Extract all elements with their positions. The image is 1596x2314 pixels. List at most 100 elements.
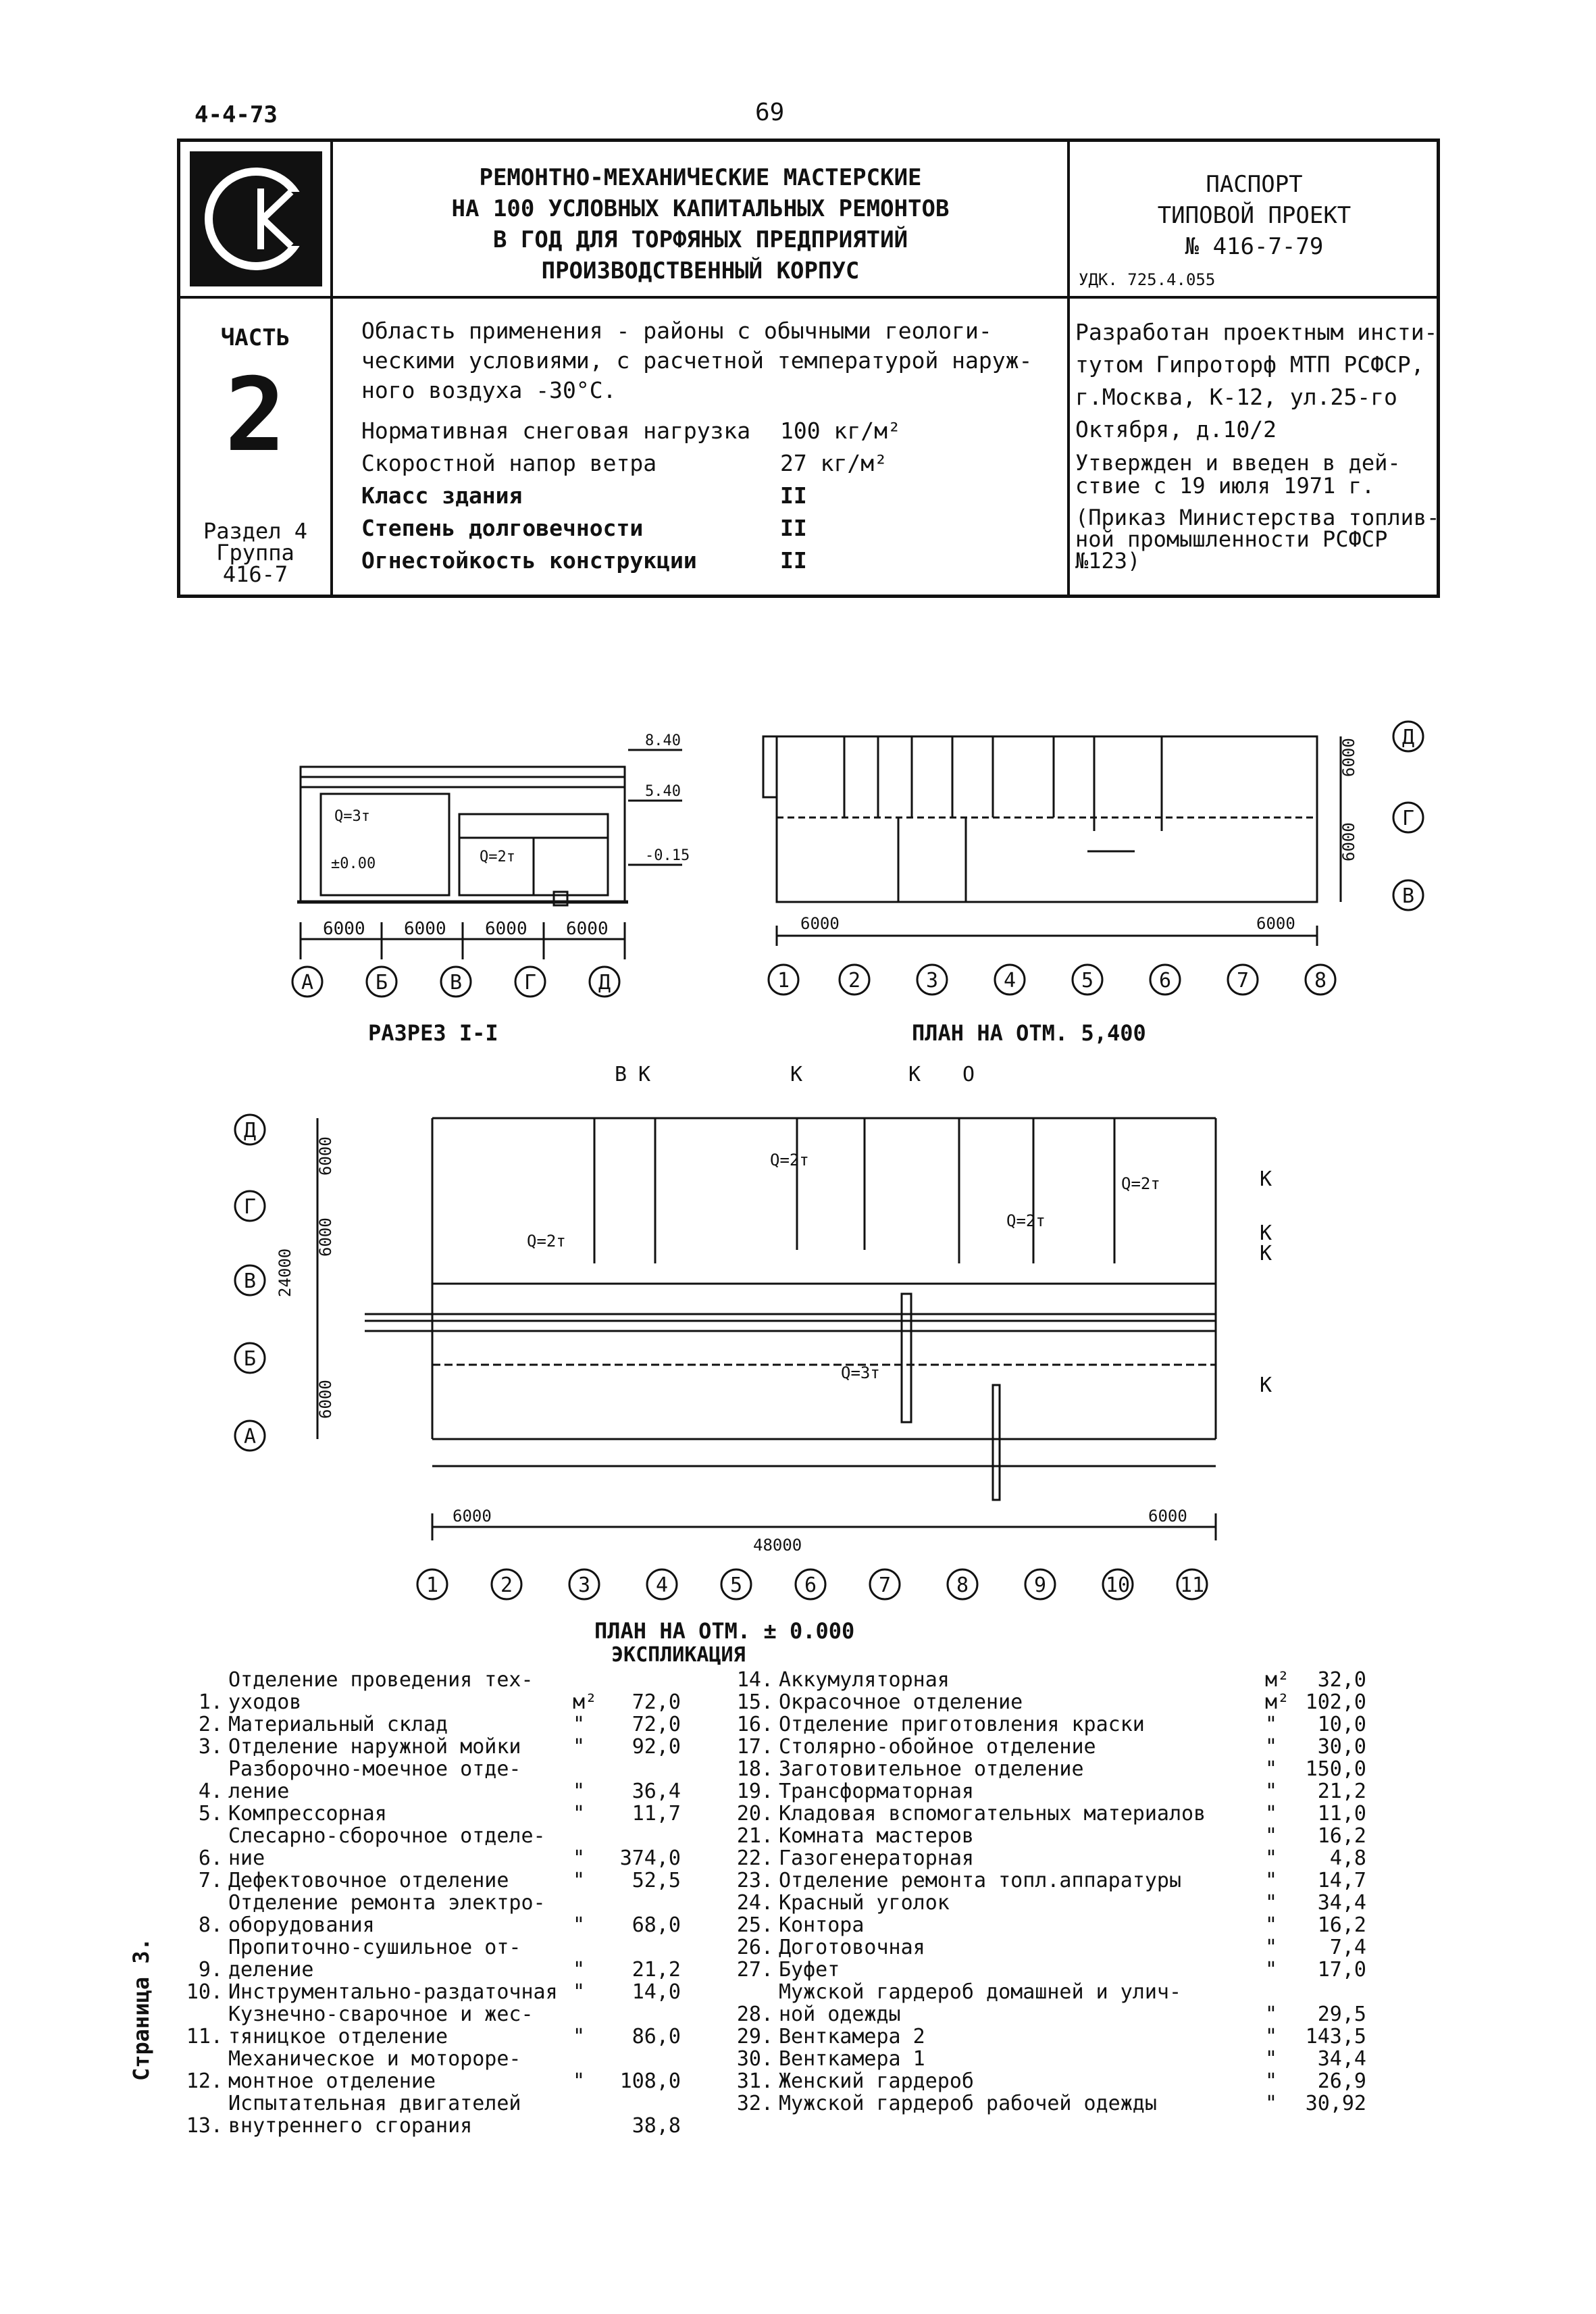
dimension-label: 6000 <box>404 919 446 939</box>
area-unit: " <box>1265 1757 1278 1781</box>
order-info: (Приказ Министерства топлив- ной промышл… <box>1075 505 1440 574</box>
axis-label: 9 <box>1034 1574 1046 1597</box>
explication-row: 9.Пропиточно-сушильное от- деление"21,2 <box>182 1936 702 1981</box>
room-number: 13. <box>186 2114 223 2138</box>
axis-label: Б <box>376 971 388 995</box>
lower-plan-axes: 1 2 3 4 5 6 7 8 9 10 11 Д Г В Б А <box>234 1113 1208 1601</box>
page-side-note: Страница 3. <box>128 1938 154 2081</box>
document-code: 4-4-73 <box>195 101 278 128</box>
room-number: 23. <box>736 1869 773 1892</box>
crane-label: Q=2т <box>480 849 515 865</box>
room-number: 21. <box>736 1824 773 1848</box>
room-number: 14. <box>736 1668 773 1692</box>
room-area: 21,2 <box>632 1958 681 1982</box>
room-number: 8. <box>198 1913 223 1937</box>
udk: УДК. 725.4.055 <box>1079 270 1216 289</box>
room-number: 3. <box>198 1735 223 1759</box>
room-name: Красный уголок <box>779 1891 950 1915</box>
room-number: 17. <box>736 1735 773 1759</box>
room-number: 22. <box>736 1846 773 1870</box>
explication-row: 8.Отделение ремонта электро- оборудовани… <box>182 1892 702 1936</box>
condition-value: II <box>780 547 807 574</box>
condition-label: Класс здания <box>361 482 523 509</box>
condition-label: Скоростной напор ветра <box>361 450 657 476</box>
section-label: Раздел 4 <box>203 518 308 544</box>
room-area: 92,0 <box>632 1735 681 1759</box>
room-area: 150,0 <box>1305 1757 1366 1781</box>
dimension-label: 6000 <box>1339 822 1358 861</box>
room-name: Кузнечно-сварочное и жес- тяницкое отдел… <box>228 2003 534 2048</box>
developer-info: Разработан проектным инсти- тутом Гипрот… <box>1075 319 1438 443</box>
axis-label: 6 <box>804 1574 817 1597</box>
explication-row: 3.Отделение наружной мойки"92,0 <box>182 1736 702 1758</box>
room-number: 29. <box>736 2025 773 2048</box>
passport-line: ТИПОВОЙ ПРОЕКТ <box>1157 202 1352 229</box>
axis-label: 7 <box>879 1574 891 1597</box>
explication-row: 11.Кузнечно-сварочное и жес- тяницкое от… <box>182 2003 702 2048</box>
room-area: 374,0 <box>619 1846 681 1870</box>
room-number: 9. <box>198 1958 223 1982</box>
condition-label: Степень долговечности <box>361 515 644 541</box>
row-label: Д <box>244 1119 256 1142</box>
axis-label: 3 <box>578 1574 590 1597</box>
application-area: Область применения - районы с обычными г… <box>361 318 1033 403</box>
explication-row: 29.Венткамера 2"143,5 <box>733 2026 1381 2048</box>
room-name: Слесарно-сборочное отделе- ние <box>228 1824 546 1870</box>
room-number: 19. <box>736 1780 773 1803</box>
row-label: В <box>244 1269 256 1293</box>
room-name: Венткамера 2 <box>779 2025 925 2048</box>
room-area: 30,92 <box>1305 2092 1366 2115</box>
dimension-label: 24000 <box>276 1249 294 1297</box>
room-area: 16,2 <box>1317 1913 1366 1937</box>
dimension-label: 6000 <box>453 1507 492 1526</box>
room-name: Пропиточно-сушильное от- деление <box>228 1936 521 1982</box>
row-label: Б <box>244 1347 256 1371</box>
room-name: Материальный склад <box>228 1713 448 1736</box>
room-number: 10. <box>186 1980 223 2004</box>
room-name: Механическое и мотороре- монтное отделен… <box>228 2047 521 2093</box>
explication-row: 12.Механическое и мотороре- монтное отде… <box>182 2048 702 2092</box>
area-unit: " <box>1265 1891 1278 1915</box>
room-area: 36,4 <box>632 1780 681 1803</box>
room-number: 26. <box>736 1936 773 1959</box>
level-mark: ±0.00 <box>331 855 376 872</box>
room-area: 68,0 <box>632 1913 681 1937</box>
area-unit: " <box>573 1869 586 1892</box>
area-unit: м² <box>1265 1690 1290 1714</box>
explication-row: 17.Столярно-обойное отделение"30,0 <box>733 1736 1381 1758</box>
room-name: Разборочно-моечное отде- ление <box>228 1757 521 1803</box>
room-area: 11,7 <box>632 1802 681 1826</box>
approval-info: Утвержден и введен в дей- ствие с 19 июл… <box>1075 450 1401 499</box>
row-label: А <box>244 1425 256 1449</box>
upper-plan-title: ПЛАН НА ОТМ. 5,400 <box>912 1020 1146 1046</box>
axis-label: 2 <box>500 1574 513 1597</box>
outlet-mark: В <box>615 1063 627 1086</box>
area-unit: " <box>1265 1958 1278 1982</box>
room-number: 27. <box>736 1958 773 1982</box>
explication-row: 10.Инструментально-раздаточная"14,0 <box>182 1981 702 2003</box>
axis-label: А <box>301 971 313 995</box>
crane-label: Q=2т <box>1121 1174 1160 1193</box>
room-area: 14,7 <box>1317 1869 1366 1892</box>
room-area: 26,9 <box>1317 2069 1366 2093</box>
sk-logo <box>190 151 322 286</box>
explication-row: 28.Мужской гардероб домашней и улич- ной… <box>733 1981 1381 2026</box>
axis-label: 8 <box>1314 969 1327 992</box>
room-number: 11. <box>186 2025 223 2048</box>
axis-label: Д <box>598 971 611 995</box>
condition-value: II <box>780 482 807 509</box>
axis-label: 4 <box>1004 969 1016 992</box>
condition-label: Огнестойкость конструкции <box>361 547 697 574</box>
area-unit: " <box>1265 1735 1278 1759</box>
lower-plan-marks: К К К К В К К К О <box>615 1063 1272 1397</box>
room-number: 30. <box>736 2047 773 2071</box>
section-dimensions: 6000 6000 6000 6000 <box>323 919 609 939</box>
room-name: Контора <box>779 1913 865 1937</box>
area-unit: " <box>1265 1846 1278 1870</box>
dimension-label: 6000 <box>323 919 365 939</box>
condition-value: 27 кг/м² <box>780 450 887 476</box>
area-unit: " <box>573 2069 586 2093</box>
